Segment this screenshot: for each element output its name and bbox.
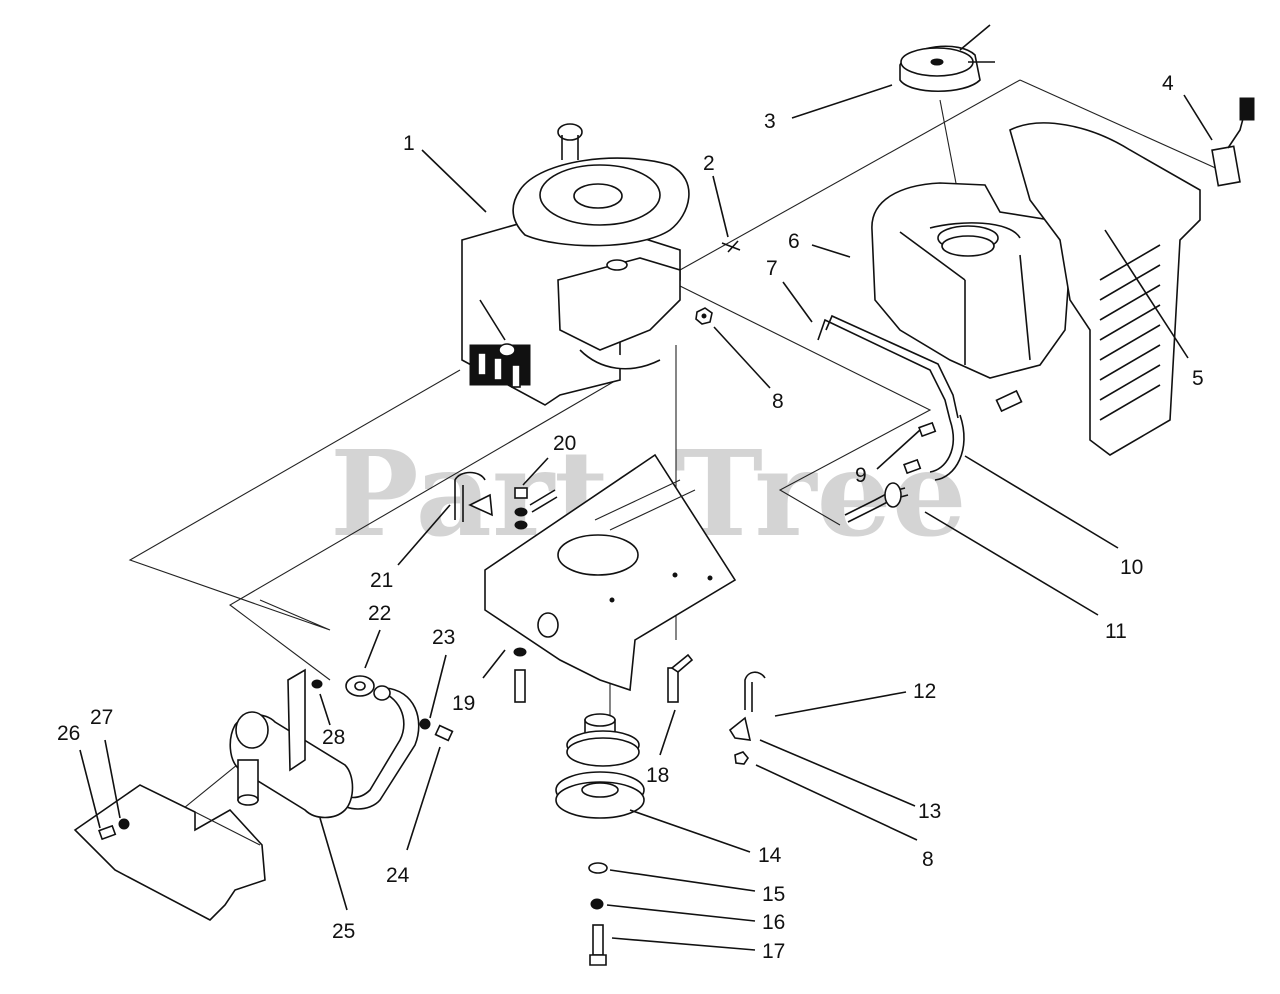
callout-12[interactable]: 12 [913, 680, 936, 703]
callout-8-upper[interactable]: 8 [772, 390, 784, 413]
bolt-part-18[interactable] [667, 653, 694, 703]
leader-lines [79, 84, 1213, 951]
bracket-part-12[interactable] [728, 671, 766, 765]
callout-18[interactable]: 18 [646, 764, 669, 787]
screw-part-26-27[interactable] [98, 818, 130, 841]
screw-part-24[interactable] [419, 718, 454, 742]
hose-filter-part[interactable] [844, 389, 1023, 523]
callout-28[interactable]: 28 [322, 726, 345, 749]
fuel-cap-part[interactable] [899, 24, 995, 93]
callout-10[interactable]: 10 [1120, 556, 1143, 579]
callout-15[interactable]: 15 [762, 883, 785, 906]
callout-17[interactable]: 17 [762, 940, 785, 963]
callout-24[interactable]: 24 [386, 864, 410, 887]
callout-4[interactable]: 4 [1162, 72, 1174, 95]
fuel-tank-part[interactable] [871, 182, 1071, 379]
callout-7[interactable]: 7 [766, 257, 778, 280]
callouts: 1 2 3 4 5 6 7 8 8 9 10 11 12 13 14 15 16… [57, 72, 1204, 963]
bolt-part-19[interactable] [513, 647, 527, 703]
nut-part-upper[interactable] [695, 307, 713, 325]
callout-22[interactable]: 22 [368, 602, 391, 625]
bolt-part-20[interactable] [514, 487, 558, 530]
callout-2[interactable]: 2 [703, 152, 715, 175]
callout-27[interactable]: 27 [90, 706, 113, 729]
callout-8-lower[interactable]: 8 [922, 848, 934, 871]
callout-5[interactable]: 5 [1192, 367, 1204, 390]
callout-6[interactable]: 6 [788, 230, 800, 253]
callout-11[interactable]: 11 [1105, 620, 1127, 643]
mounting-plate-part[interactable] [484, 453, 737, 692]
engine-part[interactable] [461, 123, 690, 406]
callout-20[interactable]: 20 [553, 432, 576, 455]
clip-part[interactable] [721, 240, 741, 253]
callout-26[interactable]: 26 [57, 722, 80, 745]
callout-23[interactable]: 23 [432, 626, 455, 649]
hardware-15-16-17[interactable] [588, 862, 608, 966]
muffler-bracket-part[interactable] [287, 668, 323, 772]
callout-19[interactable]: 19 [452, 692, 475, 715]
pulley-part[interactable] [555, 713, 645, 819]
switch-part[interactable] [1211, 97, 1255, 187]
callout-14[interactable]: 14 [758, 844, 782, 867]
callout-21[interactable]: 21 [370, 569, 393, 592]
fuel-line-part[interactable] [817, 314, 959, 421]
heat-shield-part[interactable] [73, 784, 266, 921]
callout-9[interactable]: 9 [855, 464, 867, 487]
callout-3[interactable]: 3 [764, 110, 776, 133]
fender-part[interactable] [1009, 122, 1201, 456]
callout-25[interactable]: 25 [332, 920, 355, 943]
bracket-part-21[interactable] [454, 471, 493, 523]
callout-16[interactable]: 16 [762, 911, 785, 934]
callout-13[interactable]: 13 [918, 800, 941, 823]
callout-1[interactable]: 1 [403, 132, 415, 155]
